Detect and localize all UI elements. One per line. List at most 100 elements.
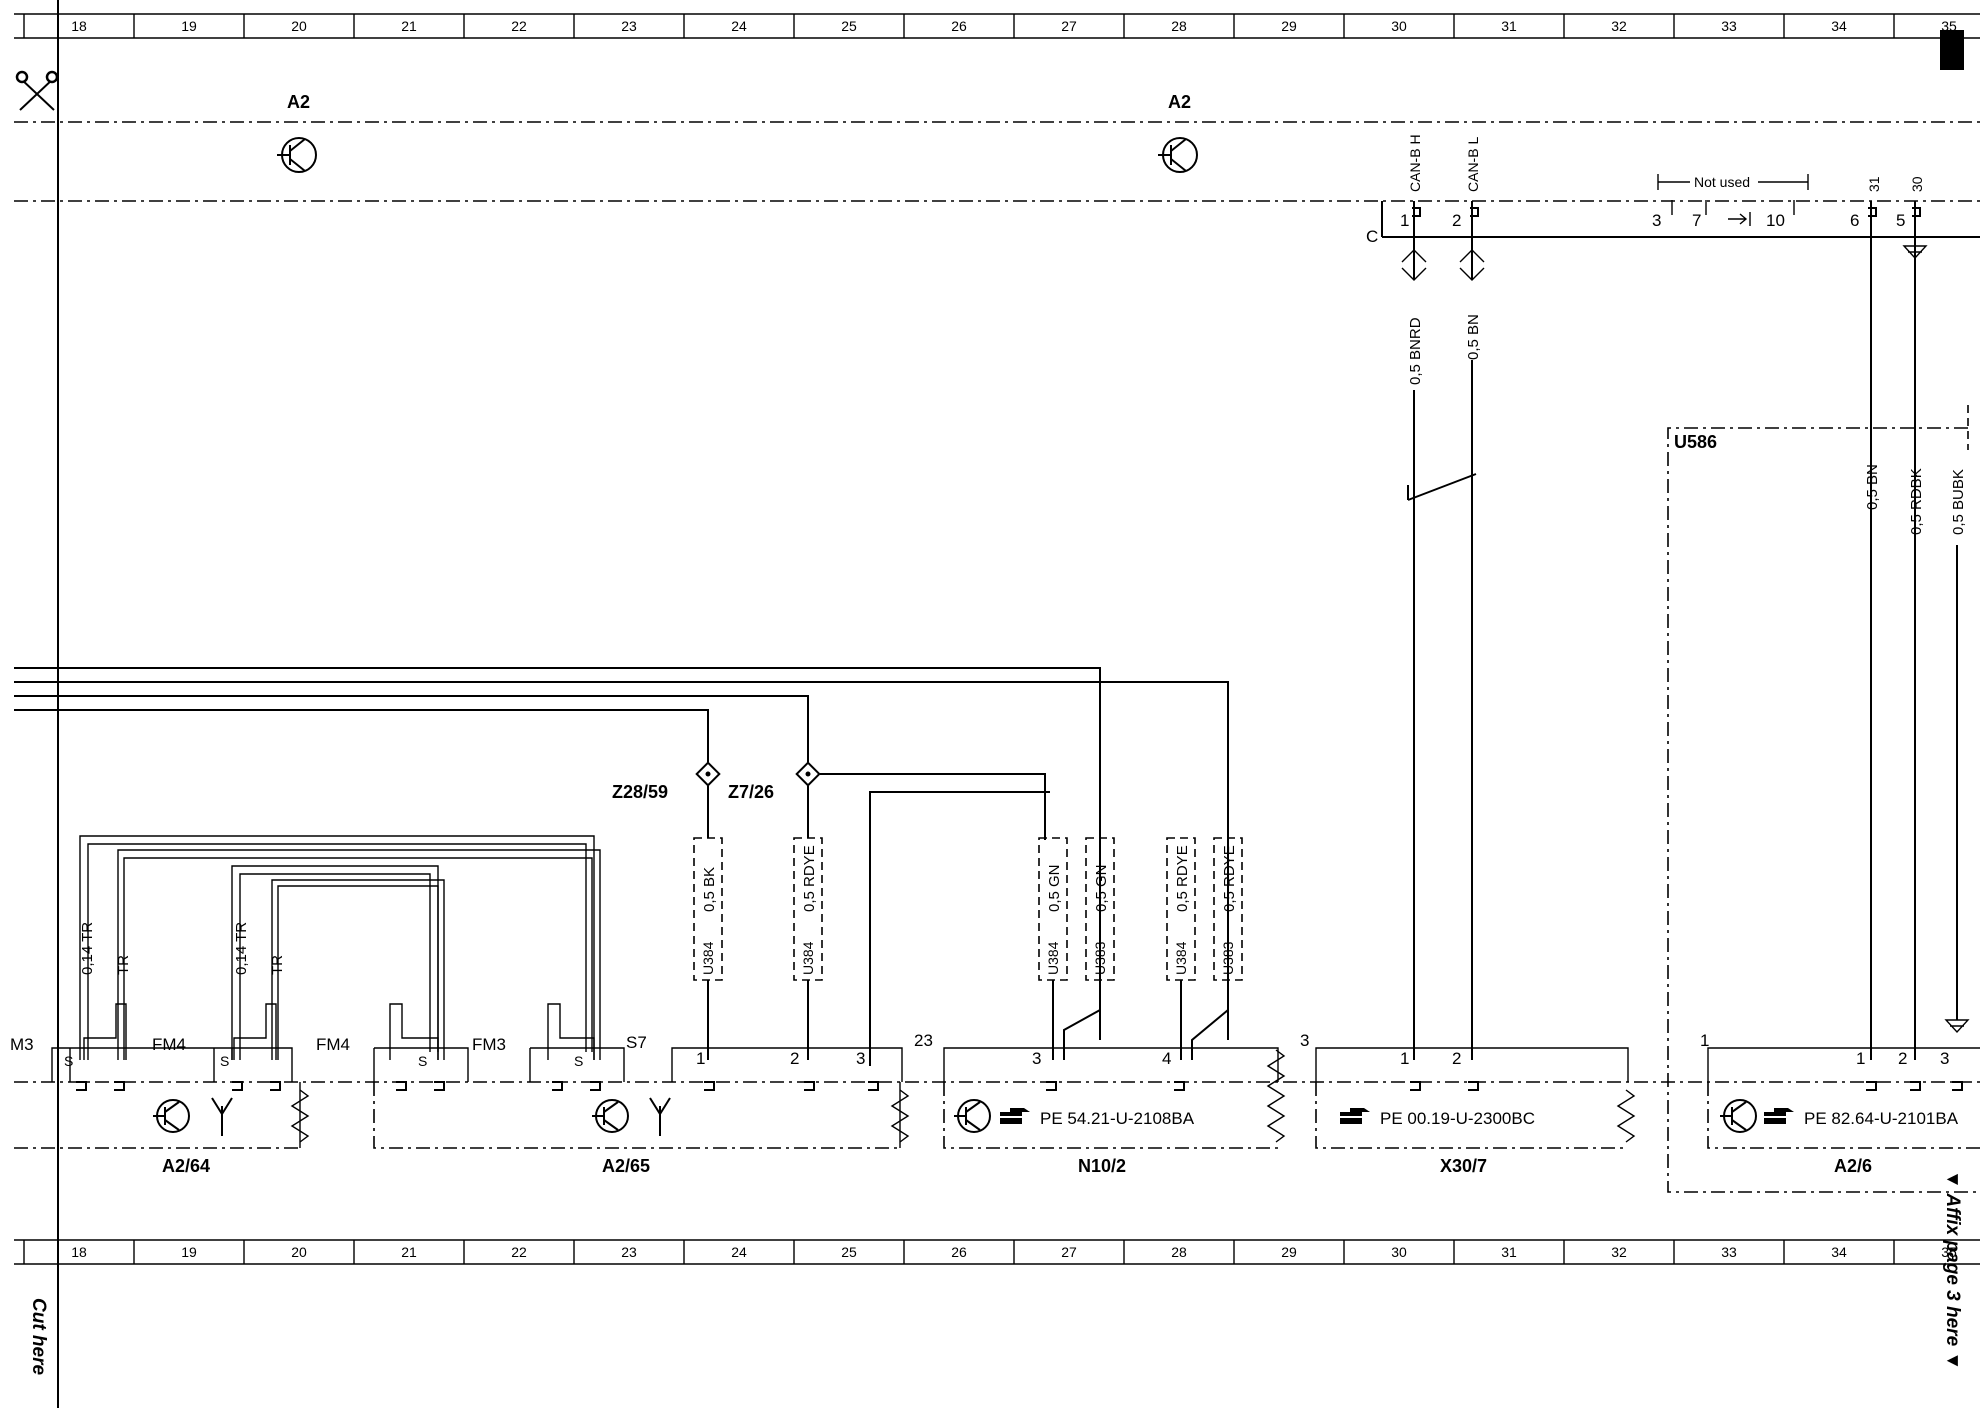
not-used-label: Not used — [1694, 174, 1750, 190]
grid-column-label: 21 — [401, 1244, 417, 1260]
arrow-icon — [1728, 212, 1751, 226]
label-s-c: S — [418, 1053, 427, 1069]
label-fm4-b: FM4 — [316, 1035, 350, 1054]
component-n10-2 — [943, 1047, 1286, 1149]
wire-code-label: U384 — [700, 941, 716, 975]
label-m3: M3 — [10, 1035, 34, 1054]
grid-column-label: 29 — [1281, 1244, 1297, 1260]
wire-color-label: 0,5 RDYE — [1221, 845, 1238, 912]
grid-column-label: 32 — [1611, 18, 1627, 34]
n10-2-name: N10/2 — [1078, 1156, 1126, 1176]
pin-30-label: 30 — [1909, 176, 1925, 192]
a2-6-pin: 2 — [1898, 1049, 1907, 1068]
n10-2-ref: PE 54.21-U-2108BA — [1040, 1109, 1195, 1128]
antenna-icon — [649, 1097, 671, 1136]
a2-65-pin: 2 — [790, 1049, 799, 1068]
x30-7-ref: PE 00.19-U-2300BC — [1380, 1109, 1535, 1128]
a2-6-pin: 1 — [1856, 1049, 1865, 1068]
a2-6-pin: 3 — [1940, 1049, 1949, 1068]
wire-bnrd: 0,5 BNRD — [1407, 317, 1424, 385]
antenna-icon — [211, 1097, 233, 1136]
grid-column-label: 20 — [291, 1244, 307, 1260]
connector-arrow-icon — [1902, 245, 1928, 260]
grid-column-label: 25 — [841, 1244, 857, 1260]
lower-wires — [707, 980, 1229, 1060]
antenna-wiring — [79, 835, 601, 1060]
grid-column-label: 28 — [1171, 1244, 1187, 1260]
a2-6-name: A2/6 — [1834, 1156, 1872, 1176]
component-a2-65 — [373, 1047, 910, 1149]
splice-label: Z7/26 — [728, 782, 774, 802]
can-b-h-label: CAN-B H — [1407, 134, 1423, 192]
splice-label: Z28/59 — [612, 782, 668, 802]
splice-z28-59 — [695, 761, 721, 838]
not-used-pin: 3 — [1652, 211, 1661, 230]
cut-here-label: Cut here — [28, 1298, 49, 1376]
grid-column-label: 18 — [71, 18, 87, 34]
scissors-icon — [15, 70, 59, 111]
label-fm4-a: FM4 — [152, 1035, 186, 1054]
pin-6-label: 6 — [1850, 211, 1859, 230]
component-x30-7 — [1315, 1047, 1636, 1149]
wire-color-label: 0,5 RDYE — [1174, 845, 1191, 912]
label-s-d: S — [574, 1053, 583, 1069]
grid-column-label: 24 — [731, 18, 747, 34]
grid-column-label: 35 — [1941, 18, 1957, 34]
wire-bn-can: 0,5 BN — [1465, 314, 1482, 360]
transistor-icon — [954, 1099, 991, 1133]
transistor-icon — [1158, 137, 1198, 173]
grid-column-label: 22 — [511, 1244, 527, 1260]
antenna-wire-label: 0,14 TR — [79, 922, 96, 975]
grid-column-label: 35 — [1941, 1244, 1957, 1260]
wire-code-label: U383 — [1220, 941, 1236, 975]
grid-column-label: 34 — [1831, 1244, 1847, 1260]
pointing-hand-icon — [1764, 1108, 1794, 1124]
x30-7-pin: 1 — [1400, 1049, 1409, 1068]
u586-label: U586 — [1674, 432, 1717, 452]
frame — [14, 0, 1980, 1408]
pointing-hand-icon — [1340, 1108, 1370, 1124]
grid-column-label: 24 — [731, 1244, 747, 1260]
antenna-wire-label: TR — [269, 955, 286, 975]
grid-column-label: 30 — [1391, 18, 1407, 34]
a2-65-pin: 3 — [856, 1049, 865, 1068]
component-a2-64 — [51, 1047, 310, 1148]
grid-column-label: 18 — [71, 1244, 87, 1260]
connector-c-label: C — [1366, 227, 1378, 246]
grid-column-label: 27 — [1061, 18, 1077, 34]
a2-6-pin: 1 — [1700, 1031, 1709, 1050]
transistor-icon — [592, 1099, 629, 1133]
x30-7-pin: 3 — [1300, 1031, 1309, 1050]
transistor-icon — [153, 1099, 190, 1133]
x30-7-name: X30/7 — [1440, 1156, 1487, 1176]
pin-31-label: 31 — [1866, 176, 1882, 192]
a2-65-pin: 1 — [696, 1049, 705, 1068]
a2-label-right: A2 — [1168, 92, 1191, 112]
grid-column-label: 25 — [841, 18, 857, 34]
a2-65-name: A2/65 — [602, 1156, 650, 1176]
a2-6-ref: PE 82.64-U-2101BA — [1804, 1109, 1959, 1128]
can-b-l-label: CAN-B L — [1465, 137, 1481, 192]
grid-column-label: 23 — [621, 18, 637, 34]
wire-bubk: 0,5 BUBK — [1950, 469, 1967, 535]
grid-column-label: 19 — [181, 18, 197, 34]
can-wire-h — [1401, 201, 1477, 1060]
transistor-icon — [277, 137, 317, 173]
grid-column-label: 21 — [401, 18, 417, 34]
wire-code-label: U383 — [1092, 941, 1108, 975]
grid-column-label: 33 — [1721, 1244, 1737, 1260]
pin-2-label: 2 — [1452, 211, 1461, 230]
a2-65-pin: 23 — [914, 1031, 933, 1050]
wire-color-label: 0,5 GN — [1046, 864, 1063, 912]
component-a2-6 — [1707, 1047, 1980, 1149]
connector-arrow-icon — [1944, 1019, 1970, 1034]
label-s-a: S — [64, 1053, 73, 1069]
not-used-bracket: Not used 3 7 10 — [1652, 174, 1809, 230]
wire-color-label: 0,5 RDYE — [801, 845, 818, 912]
wire-code-label: U384 — [1173, 941, 1189, 975]
not-used-pin: 7 — [1692, 211, 1701, 230]
label-s7: S7 — [626, 1033, 647, 1052]
